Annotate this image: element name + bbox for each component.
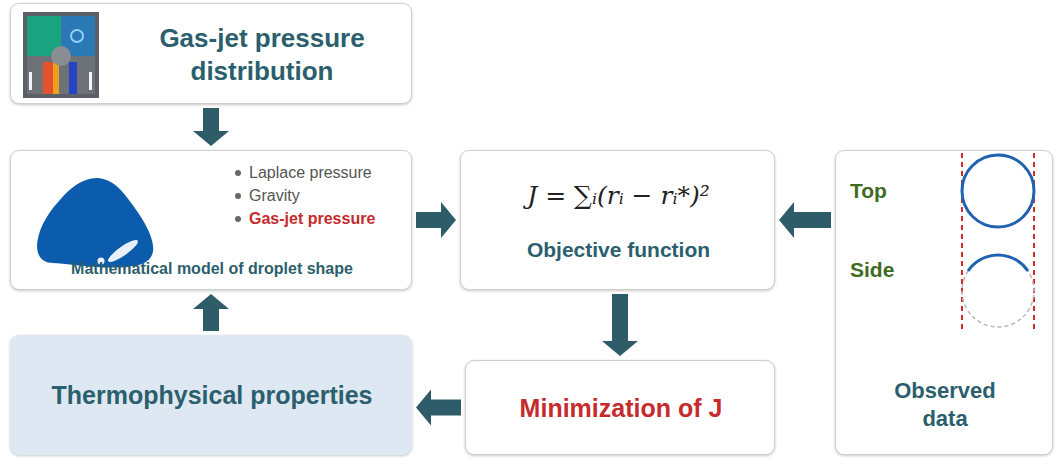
box-caption: Mathematical model of droplet shape (15, 259, 409, 278)
input-box: Gas-jet pressure distribution (10, 3, 412, 104)
box-caption: Observed data (880, 377, 1010, 432)
bullet-item: Gravity (249, 186, 409, 205)
block-arrow (416, 390, 461, 426)
minimization-box: Minimization of J (465, 360, 775, 455)
block-arrow (602, 294, 638, 356)
bullet-item: Gas-jet pressure (249, 209, 409, 228)
box-caption: Objective function (465, 237, 772, 262)
block-arrow (193, 108, 229, 146)
bullet-item: Laplace pressure (249, 163, 409, 182)
box-title: Gas-jet pressure distribution (119, 22, 405, 87)
view-label: Side (850, 257, 920, 282)
model-box: Laplace pressureGravityGas-jet pressureM… (10, 150, 412, 290)
formula: J = ∑ᵢ(rᵢ − rᵢ*)² (465, 181, 772, 211)
block-arrow (193, 294, 229, 331)
property-box: Thermophysical properties (10, 335, 412, 455)
objective-box: J = ∑ᵢ(rᵢ − rᵢ*)² Objective function (460, 150, 775, 290)
box-title: Thermophysical properties (17, 380, 407, 410)
box-title: Minimization of J (472, 393, 770, 423)
block-arrow (779, 202, 831, 238)
simulation-image (11, 4, 413, 105)
block-arrow (416, 202, 456, 238)
view-label: Top (850, 178, 920, 203)
observed-box: TopSideObserved data (835, 150, 1053, 455)
